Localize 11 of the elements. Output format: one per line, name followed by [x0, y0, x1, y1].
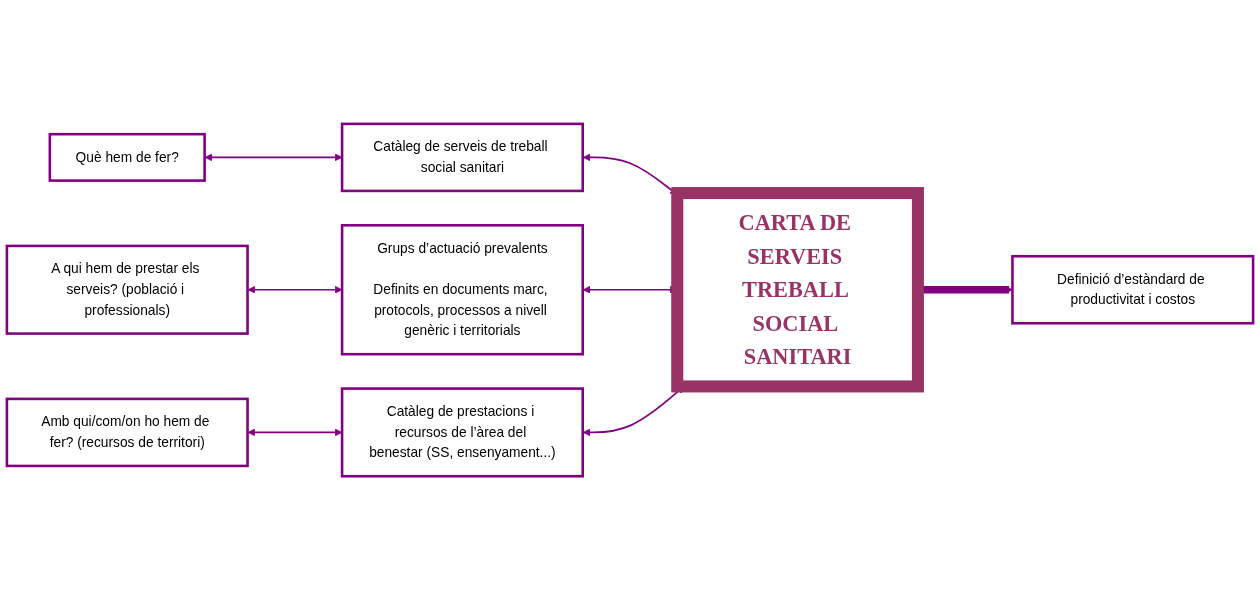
node-box: Amb qui/com/on ho hem de fer? (recursos de territori)	[5, 398, 249, 468]
node-box: CARTA DE SERVEIS TREBALL SOCIAL SANITARI	[671, 187, 924, 393]
arrow	[247, 429, 343, 437]
node-box: Catàleg de prestacions i recursos de l’àrea del benestar (SS, ensenyament...)	[340, 387, 584, 478]
node-box: Catàleg de serveis de treball social sanitari	[340, 123, 584, 193]
node-box: Grups d’actuació prevalents Definits en documents marc, protocols, processos a nivell genèric i territorials	[340, 224, 584, 356]
node-box: A qui hem de prestar els serveis? (població i professionals)	[5, 245, 249, 336]
node-box: Definició d’estàndard de productivitat i costos	[1011, 255, 1255, 325]
arrow	[204, 154, 343, 162]
arrow	[247, 286, 343, 294]
node-box: Què hem de fer?	[48, 133, 206, 183]
